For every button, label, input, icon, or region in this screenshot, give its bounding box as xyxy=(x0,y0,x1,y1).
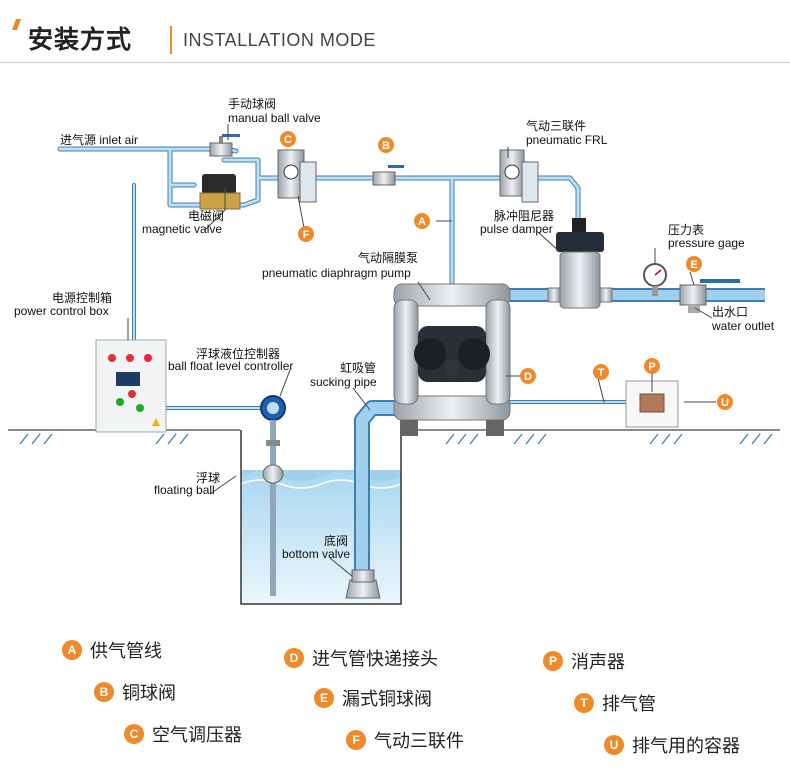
header-rule xyxy=(0,62,790,63)
label-magnetic-cn: 电磁阀 xyxy=(188,208,224,223)
label-bottom-cn: 底阀 xyxy=(324,533,348,548)
manual-ball-valve xyxy=(209,134,240,157)
copper-ball-valve xyxy=(372,165,404,186)
legend-item-u: U 排气用的容器 xyxy=(604,732,740,758)
badge-p: P xyxy=(648,361,655,373)
legend-item-d: D 进气管快递接头 xyxy=(284,645,438,671)
legend-text-t: 排气管 xyxy=(602,694,656,715)
float-level-controller xyxy=(260,395,286,596)
pneumatic-frl xyxy=(499,149,539,203)
header-title-cn: 安装方式 xyxy=(28,25,133,54)
diagram-badges: C B F A D E T P U xyxy=(280,131,733,410)
legend-badge-c: C xyxy=(124,724,144,744)
air-regulator xyxy=(277,149,317,203)
badge-t: T xyxy=(598,367,605,379)
text-labels: 手动球阀 manual ball valve 进气源 inlet air 气动三… xyxy=(14,97,775,561)
liquid-pipes xyxy=(354,288,765,580)
leader-lines xyxy=(127,124,716,577)
header-title-en: INSTALLATION MODE xyxy=(183,30,376,50)
legend-text-u: 排气用的容器 xyxy=(632,736,740,757)
label-float-ctrl-cn: 浮球液位控制器 xyxy=(196,346,280,361)
legend-item-c: C 空气调压器 xyxy=(124,721,242,747)
badge-e: E xyxy=(690,259,697,271)
label-inlet-air: 进气源 inlet air xyxy=(60,132,138,147)
label-float-ctrl-en: ball float level controller xyxy=(168,359,293,373)
label-damper-cn: 脉冲阻尼器 xyxy=(494,208,554,223)
label-gage-en: pressure gage xyxy=(668,236,745,250)
label-magnetic-en: magnetic valve xyxy=(142,222,222,236)
label-box-en: power control box xyxy=(14,304,109,318)
label-float-cn: 浮球 xyxy=(196,471,220,485)
label-pump-cn: 气动隔膜泵 xyxy=(358,250,418,265)
label-box-cn: 电源控制箱 xyxy=(52,290,112,305)
bottom-valve xyxy=(345,569,381,599)
legend-text-b: 铜球阀 xyxy=(122,683,176,704)
label-gage-cn: 压力表 xyxy=(668,223,704,237)
label-frl-en: pneumatic FRL xyxy=(526,133,608,147)
badge-b: B xyxy=(382,140,390,152)
legend-item-b: B 铜球阀 xyxy=(94,679,176,705)
legend-text-d: 进气管快递接头 xyxy=(312,649,438,670)
badge-a: A xyxy=(418,216,426,228)
legend-badge-d: D xyxy=(284,648,304,668)
legend-item-f: F 气动三联件 xyxy=(346,727,464,753)
pressure-gage xyxy=(643,263,667,296)
exhaust-container xyxy=(625,380,679,428)
badge-d: D xyxy=(524,371,532,383)
legend-badge-a: A xyxy=(62,640,82,660)
legend-badge-t: T xyxy=(574,693,594,713)
legend-item-p: P 消声器 xyxy=(543,648,625,674)
ground-line xyxy=(8,429,780,445)
badge-u: U xyxy=(721,397,729,409)
legend-badge-u: U xyxy=(604,735,624,755)
legend-item-e: E 漏式铜球阀 xyxy=(314,685,432,711)
leak-ball-valve xyxy=(679,279,740,313)
label-frl-cn: 气动三联件 xyxy=(526,118,586,133)
label-float-en: floating ball xyxy=(154,483,215,497)
diaphragm-pump xyxy=(393,283,511,436)
badge-c: C xyxy=(284,134,292,146)
legend-badge-p: P xyxy=(543,651,563,671)
badge-f: F xyxy=(303,229,310,241)
label-outlet-cn: 出水口 xyxy=(712,305,748,319)
label-sucking-cn: 虹吸管 xyxy=(340,360,376,375)
label-manual-valve-en: manual ball valve xyxy=(228,111,321,125)
legend-badge-f: F xyxy=(346,730,366,750)
legend-text-f: 气动三联件 xyxy=(374,731,464,752)
label-bottom-en: bottom valve xyxy=(282,547,350,561)
label-manual-valve-cn: 手动球阀 xyxy=(228,97,276,111)
legend-text-a: 供气管线 xyxy=(90,641,162,662)
label-pump-en: pneumatic diaphragm pump xyxy=(262,266,411,280)
legend-item-t: T 排气管 xyxy=(574,690,656,716)
label-outlet-en: water outlet xyxy=(711,319,775,333)
air-supply-pipes xyxy=(57,146,642,410)
label-sucking-en: sucking pipe xyxy=(310,375,377,389)
legend-text-c: 空气调压器 xyxy=(152,725,242,746)
legend-badge-e: E xyxy=(314,688,334,708)
legend-text-p: 消声器 xyxy=(571,652,625,673)
legend-badge-b: B xyxy=(94,682,114,702)
magnetic-valve xyxy=(199,174,241,210)
legend-item-a: A 供气管线 xyxy=(62,637,162,663)
label-damper-en: pulse damper xyxy=(480,222,553,236)
header-divider xyxy=(170,26,172,54)
pulse-damper xyxy=(547,218,613,309)
water-tank xyxy=(240,430,402,605)
power-control-box xyxy=(95,339,167,433)
legend-text-e: 漏式铜球阀 xyxy=(342,689,432,710)
